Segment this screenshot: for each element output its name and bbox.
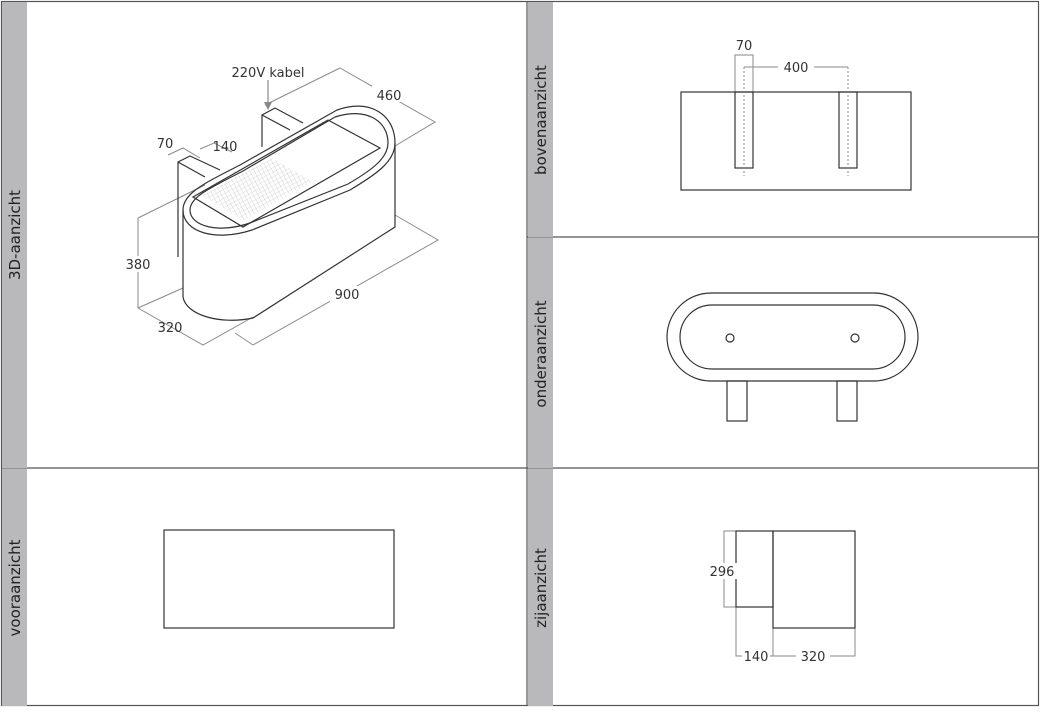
dim-380: 380: [126, 258, 151, 273]
label-front-view: vooraanzicht: [6, 539, 24, 636]
dim-460: 460: [377, 89, 402, 104]
dim-side-296: 296: [710, 565, 735, 580]
dim-70: 70: [157, 137, 174, 152]
dim-top-400: 400: [784, 61, 809, 76]
view-label-strips: 3D-aanzicht vooraanzicht bovenaanzicht o…: [2, 2, 553, 706]
dim-side-140: 140: [744, 650, 769, 665]
dim-140: 140: [213, 140, 238, 155]
dim-side-320: 320: [801, 650, 826, 665]
label-bottom-view: onderaanzicht: [532, 300, 550, 407]
label-top-view: bovenaanzicht: [532, 65, 550, 175]
front-view-drawing: [163, 529, 395, 629]
label-3d-view: 3D-aanzicht: [6, 190, 24, 280]
top-view-drawing: 70 400: [680, 39, 912, 191]
label-side-view: zijaanzicht: [532, 548, 550, 628]
iso-drawing: 220V kabel 460 70 140 380 320 900: [122, 66, 440, 346]
dim-cable-label: 220V kabel: [232, 66, 305, 81]
dim-320: 320: [158, 321, 183, 336]
dim-top-70: 70: [736, 39, 753, 54]
dim-900: 900: [335, 288, 360, 303]
side-view-drawing: 296 140 320: [706, 530, 856, 665]
bottom-view-drawing: [666, 292, 919, 422]
